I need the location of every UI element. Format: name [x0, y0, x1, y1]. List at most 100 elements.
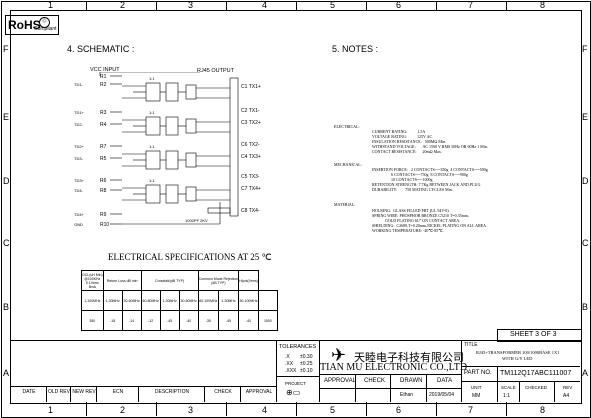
zone-tick: [366, 402, 367, 416]
title-text-2: WITH G/Y LED: [502, 356, 533, 361]
tolerances-label: TOLERANCES: [279, 344, 317, 350]
rj45-pin-label: C3 TX2+: [241, 120, 261, 126]
pin-label-R3: R3: [100, 110, 107, 116]
rohs-logo: RoHS ♲ Compliant: [5, 15, 59, 35]
choke-core: [185, 186, 197, 202]
revision-divider: [138, 386, 139, 402]
pin-label-R4: R4: [100, 122, 107, 128]
note-line: 6 CONTACTS──750g 8 CONTACTS──900g: [372, 172, 468, 177]
note-line: INSULATION RESISTANCE: 500MΩ Min.: [372, 139, 446, 144]
note-line: WITHSTAND VOLTAGE: AC 1500 V RMS 50Hz OR…: [372, 144, 488, 149]
zone-top-6: 6: [396, 0, 402, 10]
rj45-pin-label: C5 TX3-: [241, 174, 260, 180]
choke-core: [185, 118, 197, 134]
rj45-pin-label: C6 TX2-: [241, 142, 260, 148]
transformer-core: [165, 184, 179, 204]
company-name-cn: 天睦电子科技有限公司: [354, 351, 464, 364]
note-line: RETENTION STRENGTH: 7.7Kg BETWEEN JACK A…: [372, 182, 482, 187]
revision-header: DESCRIPTION: [154, 389, 190, 395]
company-logo-icon: ✈: [331, 345, 347, 365]
zone-left-D: D: [3, 176, 10, 186]
pin-label-R10: R10: [100, 222, 109, 228]
zone-tick: [226, 1, 227, 10]
revision-divider: [204, 386, 205, 402]
pin-label-R8: R8: [100, 188, 107, 194]
zone-top-8: 8: [540, 0, 546, 10]
zone-bottom-3: 3: [188, 405, 194, 415]
zone-tick: [296, 1, 297, 10]
spec-value: 1500: [257, 310, 278, 331]
spec-subheader: [257, 290, 278, 311]
note-line: VOLTAGE RATING: 125V AC.: [372, 134, 434, 139]
zone-right-B: B: [582, 302, 589, 312]
tolerance-key: .X: [285, 354, 290, 360]
rj45-pin-label: C7 TX4+: [241, 186, 261, 192]
spec-header: Crosstalk(dB TYP): [140, 270, 199, 291]
transformer-core: [165, 150, 179, 170]
scale-value: 1:1: [503, 393, 510, 399]
spec-header: Return Loss dB min: [102, 270, 142, 291]
revision-header: APPROVAL: [245, 389, 273, 395]
zone-right-C: C: [582, 238, 589, 248]
spec-subheader: 60-100MHz: [197, 290, 219, 311]
part-no-value: TM112Q17ABC111007: [500, 370, 572, 377]
projection-symbol-icon: ⊕▭: [286, 388, 301, 397]
transformer-core: [145, 82, 161, 102]
zone-bottom-8: 8: [540, 405, 546, 415]
zone-right-E: E: [582, 112, 589, 122]
signal-label: TD1-: [74, 82, 84, 87]
pin-label-R2: R2: [100, 82, 107, 88]
approval-header: APPROVAL: [324, 378, 356, 384]
pin-label-R5: R5: [100, 156, 107, 162]
spec-subheader: 1-100MHz: [81, 290, 104, 311]
zone-bottom-5: 5: [330, 405, 336, 415]
rj45-pin-label: C8 TX4-: [241, 208, 260, 214]
zone-bottom-6: 6: [396, 405, 402, 415]
revision-header: CHECK: [214, 389, 232, 395]
schematic-title: 4. SCHEMATIC :: [67, 44, 135, 54]
spec-value: -40: [238, 310, 259, 331]
sheet-box: SHEET 3 OF 3: [497, 329, 582, 342]
spec-subheader: 60-80MHz: [140, 290, 161, 311]
vcc-input-label: VCC INPUT: [90, 67, 120, 73]
check-header: CHECK: [364, 378, 386, 384]
transformer-core: [165, 116, 179, 136]
rohs-label: RoHS: [8, 18, 41, 32]
zone-tick: [86, 1, 87, 10]
zone-tick: [366, 1, 367, 10]
spec-subheader: 1-30MHz: [102, 290, 123, 311]
revision-divider: [46, 386, 47, 402]
zone-tick: [296, 402, 297, 416]
ratio-label: 1:1: [149, 110, 155, 115]
capacitor-label: 1000PF 2KV: [185, 218, 208, 223]
revision-header: DATE: [22, 389, 36, 395]
notes-material: HOUSING: GLASS FILLED PBT (UL 94V-0) .SP…: [372, 208, 487, 233]
spec-value: -12: [140, 310, 161, 331]
note-line: CURRENT RATING: 1.5A: [372, 129, 426, 134]
zone-top-3: 3: [188, 0, 194, 10]
rj45-connector: [229, 77, 239, 217]
notes-mechanical-head: MECHANICAL:: [334, 162, 362, 167]
rj45-pin-label: C1 TX1+: [241, 84, 261, 90]
tolerance-value: ±0.10: [300, 368, 313, 374]
zone-right-D: D: [582, 176, 589, 186]
capacitor: [207, 207, 231, 214]
rj45-output-label: RJ45 OUTPUT: [197, 68, 234, 74]
zone-right-A: A: [582, 368, 589, 378]
signal-label: TD2+: [74, 144, 85, 149]
rev-label: REV: [563, 385, 573, 390]
zone-left-A: A: [3, 368, 10, 378]
spec-header: OCL(uH Min) @100KHz 0.1Vrms 8mA: [81, 270, 104, 291]
revision-header: NEW REV: [72, 389, 96, 395]
zone-bottom-2: 2: [120, 405, 126, 415]
checked-label: CHECKED: [525, 385, 548, 390]
spec-value: -45: [217, 310, 240, 331]
zone-tick: [156, 1, 157, 10]
spec-title: ELECTRICAL SPECIFICATIONS AT 25 ℃: [108, 252, 272, 262]
zone-top-5: 5: [330, 0, 336, 10]
notes-electrical-head: ELECTRICAL:: [334, 124, 360, 129]
unit-label: UNIT: [471, 385, 482, 390]
spec-subheader: 1-30MHz: [217, 290, 240, 311]
title-text-1: RJ45+TRANSFORMER 100/1000BASE 1X1: [476, 350, 560, 355]
transformer-core: [145, 116, 161, 136]
